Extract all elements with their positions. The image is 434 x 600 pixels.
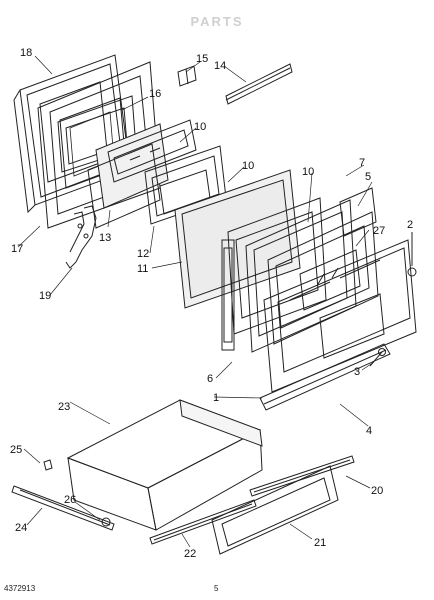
callout-21: 21 (314, 537, 326, 549)
callout-4: 4 (366, 425, 372, 437)
part-5-outer-glass (339, 187, 377, 237)
callout-5: 5 (365, 171, 371, 183)
part-10-glass-upper (107, 119, 197, 183)
callout-10-right: 10 (302, 166, 314, 178)
part-22-rail (149, 499, 257, 545)
part-24-glide (11, 485, 115, 531)
callout-1: 1 (213, 392, 219, 404)
part-19-hinge (65, 205, 97, 269)
part-4-vent-trim (259, 343, 391, 411)
page-number: 5 (214, 584, 219, 593)
callout-26: 26 (64, 494, 76, 506)
part-21-drawer-panel (211, 465, 339, 555)
callout-2: 2 (407, 219, 413, 231)
part-10-door-liner (221, 197, 327, 351)
part-25-screw (43, 459, 53, 471)
callout-10-middle: 10 (242, 160, 254, 172)
callout-15: 15 (196, 53, 208, 65)
parts-list-title: PARTS (190, 14, 244, 29)
part-20-rail (249, 455, 355, 497)
part-23-drawer (66, 399, 263, 531)
callout-labels: 1 2 3 4 5 6 7 10 10 10 11 12 13 14 15 16… (10, 47, 413, 560)
callout-18: 18 (20, 47, 32, 59)
part-2-screw (407, 232, 417, 277)
callout-27: 27 (373, 225, 385, 237)
callout-10-upper: 10 (194, 121, 206, 133)
callout-16: 16 (149, 88, 161, 100)
callout-7: 7 (359, 157, 365, 169)
callout-13: 13 (99, 232, 111, 244)
callout-23: 23 (58, 401, 70, 413)
callout-20: 20 (371, 485, 383, 497)
callout-11: 11 (137, 263, 148, 275)
callout-25: 25 (10, 444, 22, 456)
part-27-window (267, 211, 379, 345)
callout-24: 24 (15, 522, 27, 534)
leader-lines (17, 55, 375, 548)
callout-19: 19 (39, 290, 51, 302)
callout-22: 22 (184, 548, 196, 560)
outer-door-panel (263, 239, 417, 393)
callout-14: 14 (214, 60, 226, 72)
callout-3: 3 (354, 366, 360, 378)
callout-17: 17 (11, 243, 23, 255)
callout-12: 12 (137, 248, 149, 260)
part-number-label: 4372913 (4, 584, 36, 593)
callout-6: 6 (207, 373, 213, 385)
part-14-rail (225, 63, 293, 105)
part-15-bracket (177, 65, 197, 87)
